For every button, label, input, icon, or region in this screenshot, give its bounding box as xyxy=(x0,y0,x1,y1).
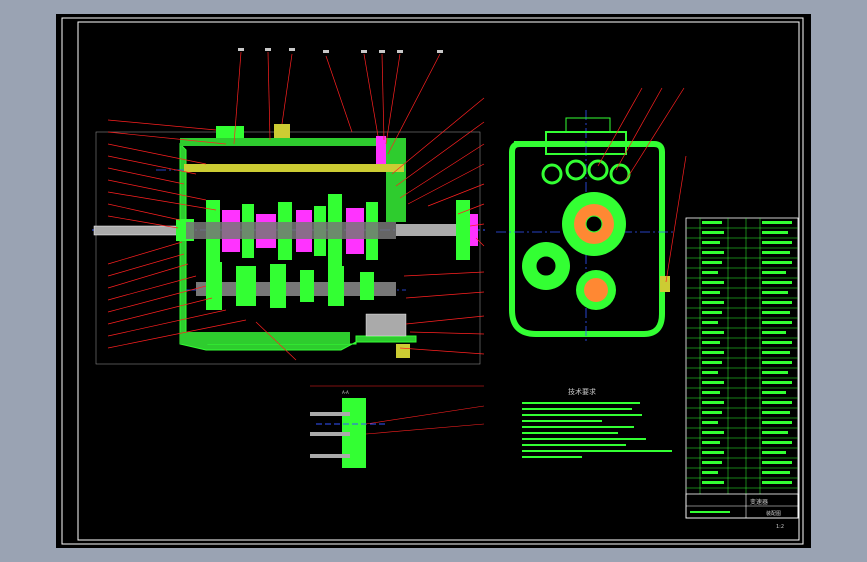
drawing-sheet[interactable]: 技术要求 xyxy=(56,14,811,548)
technical-notes: 技术要求 xyxy=(522,387,672,458)
side-housing xyxy=(509,141,665,337)
title-block-name: 变速器 xyxy=(750,498,768,506)
detail-view xyxy=(310,385,485,468)
side-leaders xyxy=(597,87,687,283)
parts-list xyxy=(685,217,799,519)
side-view xyxy=(496,110,676,344)
title-block-scale: 1:2 xyxy=(776,524,784,530)
inner-border xyxy=(77,21,800,541)
leader-lines xyxy=(107,51,485,361)
main-section-view xyxy=(92,124,486,365)
assembly-drawing: 技术要求 xyxy=(61,17,804,545)
shift-rail xyxy=(184,164,404,172)
outer-border xyxy=(61,17,804,545)
notes-heading: 技术要求 xyxy=(568,387,596,396)
title-block: 变速器 装配图 1:2 xyxy=(685,493,799,530)
detail-view-label: A-A xyxy=(342,390,349,395)
input-shaft xyxy=(93,225,185,236)
title-block-sheet: 装配图 xyxy=(766,510,781,517)
countershaft-gears xyxy=(206,262,374,310)
output-shaft xyxy=(396,224,456,236)
